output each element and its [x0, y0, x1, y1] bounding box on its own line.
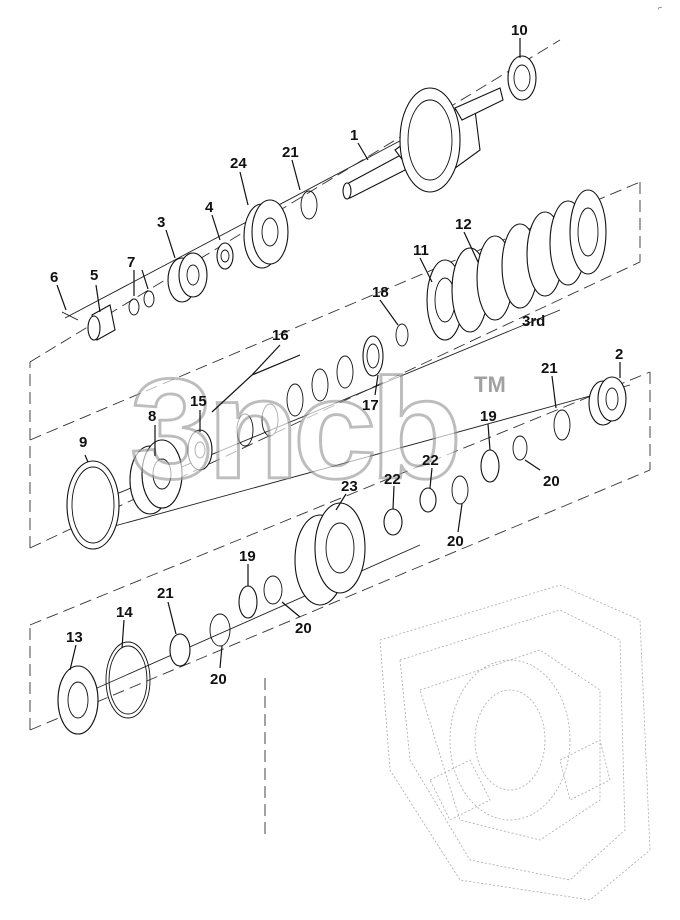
clutch-pack	[395, 189, 607, 347]
middle-row-parts	[66, 335, 384, 550]
section-label-3rd: 3rd	[522, 313, 545, 330]
callout-12: 12	[455, 216, 472, 233]
callout-21-upper: 21	[282, 144, 299, 161]
input-shaft-assembly	[342, 55, 537, 200]
callout-23: 23	[341, 478, 358, 495]
callout-10: 10	[511, 22, 528, 39]
leader-lines	[56, 38, 621, 671]
callout-19-lower: 19	[239, 548, 256, 565]
callout-5: 5	[90, 267, 98, 284]
callout-17: 17	[362, 397, 379, 414]
callout-21-right: 21	[541, 360, 558, 377]
callout-20-lower: 20	[210, 671, 227, 688]
callout-20-right: 20	[543, 473, 560, 490]
assembly-boundaries	[29, 39, 651, 835]
callout-22-right: 22	[422, 452, 439, 469]
callout-3: 3	[157, 214, 165, 231]
callout-1: 1	[350, 127, 358, 144]
callout-8: 8	[148, 408, 156, 425]
callout-21-lower: 21	[157, 585, 174, 602]
bottom-row-parts	[57, 575, 283, 735]
callout-20-lower-right: 20	[295, 620, 312, 637]
callout-15: 15	[190, 393, 207, 410]
upper-row-parts	[61, 190, 318, 341]
callout-24: 24	[230, 155, 247, 172]
callout-6: 6	[50, 269, 58, 286]
callout-7: 7	[127, 254, 135, 271]
corner-mark: ⌐	[658, 5, 662, 12]
callout-16: 16	[272, 327, 289, 344]
callout-22-left: 22	[384, 471, 401, 488]
callout-4: 4	[205, 199, 214, 216]
callout-9: 9	[79, 434, 87, 451]
transmission-housing-ghost	[379, 584, 651, 901]
callouts: 10 1 21 24 4 3 7 5 6 11 12 18 16 15 17 8…	[50, 22, 623, 688]
watermark: 3ncb TM	[129, 349, 506, 511]
callout-2: 2	[615, 346, 623, 363]
callout-13: 13	[66, 629, 83, 646]
callout-18: 18	[372, 284, 389, 301]
callout-14: 14	[116, 604, 133, 621]
callout-11: 11	[413, 242, 429, 259]
callout-19-right: 19	[480, 408, 497, 425]
watermark-logo: 3ncb	[130, 350, 457, 509]
right-row-parts	[294, 376, 627, 606]
watermark-tm: TM	[474, 372, 506, 397]
callout-20-mid: 20	[447, 533, 464, 550]
